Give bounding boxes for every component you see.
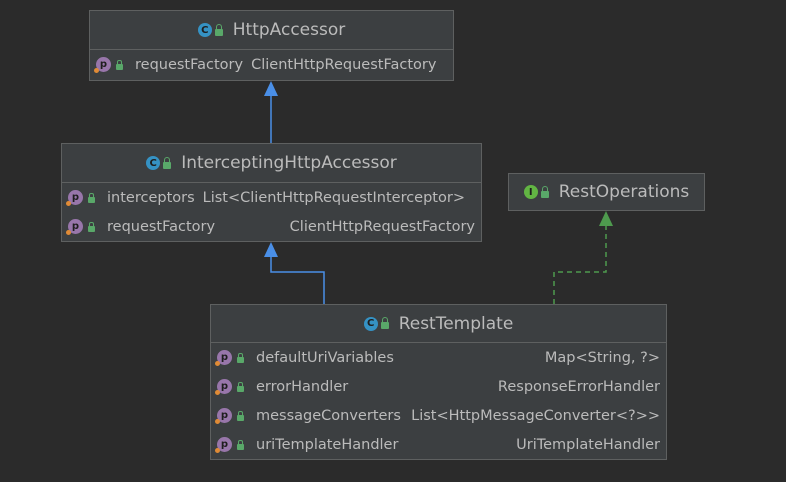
- field-type: ClientHttpRequestFactory: [289, 218, 475, 235]
- field-row[interactable]: p requestFactory ClientHttpRequestFactor…: [90, 50, 453, 79]
- property-icon: p: [94, 57, 111, 73]
- class-name: RestTemplate: [398, 313, 514, 334]
- lock-icon: [214, 23, 223, 36]
- field-row[interactable]: p uriTemplateHandler UriTemplateHandler: [211, 430, 666, 459]
- field-row[interactable]: p messageConverters List<HttpMessageConv…: [211, 401, 666, 430]
- class-icon: C: [197, 23, 212, 37]
- field-row[interactable]: p errorHandler ResponseErrorHandler: [211, 372, 666, 401]
- field-type: UriTemplateHandler: [516, 436, 660, 453]
- edge-intercepting-extends-httpaccessor: [264, 81, 278, 143]
- field-row[interactable]: p interceptors List<ClientHttpRequestInt…: [62, 183, 481, 212]
- field-type: ClientHttpRequestFactory: [251, 56, 437, 73]
- lock-icon: [380, 317, 389, 329]
- interface-header: I RestOperations: [509, 174, 704, 210]
- class-header: C HttpAccessor: [90, 11, 453, 50]
- property-icon: p: [215, 437, 232, 453]
- property-icon: p: [215, 379, 232, 395]
- lock-icon: [163, 156, 172, 169]
- lock-icon: [237, 352, 244, 363]
- class-name: HttpAccessor: [232, 20, 346, 40]
- property-icon: p: [66, 190, 83, 206]
- field-row[interactable]: p defaultUriVariables Map<String, ?>: [211, 343, 666, 372]
- field-row[interactable]: p requestFactory ClientHttpRequestFactor…: [62, 212, 481, 241]
- class-icon: C: [363, 316, 378, 331]
- class-icon: C: [146, 156, 161, 170]
- field-type: List<ClientHttpRequestInterceptor>: [202, 189, 465, 206]
- property-icon: p: [215, 408, 232, 424]
- property-icon: p: [66, 219, 83, 235]
- lock-icon: [116, 59, 123, 70]
- lock-icon: [237, 439, 244, 450]
- field-name: messageConverters: [256, 407, 401, 424]
- lock-icon: [88, 192, 95, 203]
- lock-icon: [540, 185, 549, 198]
- class-node-resttemplate[interactable]: C RestTemplate p defaultUriVariables Map…: [210, 304, 667, 460]
- field-name: interceptors: [107, 189, 195, 206]
- lock-icon: [88, 221, 95, 232]
- field-name: defaultUriVariables: [256, 349, 394, 366]
- class-node-interceptinghttpaccessor[interactable]: C InterceptingHttpAccessor p interceptor…: [61, 143, 482, 242]
- field-name: uriTemplateHandler: [256, 436, 399, 453]
- field-type: Map<String, ?>: [544, 349, 660, 366]
- field-name: requestFactory: [135, 56, 244, 73]
- interface-icon: I: [523, 185, 538, 199]
- lock-icon: [237, 381, 244, 392]
- property-icon: p: [215, 350, 232, 366]
- class-header: C InterceptingHttpAccessor: [62, 144, 481, 183]
- lock-icon: [237, 410, 244, 421]
- interface-name: RestOperations: [558, 182, 690, 202]
- field-name: requestFactory: [107, 218, 216, 235]
- field-name: errorHandler: [256, 378, 349, 395]
- field-type: ResponseErrorHandler: [497, 378, 660, 395]
- field-type: List<HttpMessageConverter<?>>: [411, 407, 660, 424]
- class-name: InterceptingHttpAccessor: [181, 153, 397, 173]
- interface-node-restoperations[interactable]: I RestOperations: [508, 173, 705, 211]
- edge-resttemplate-implements-restoperations: [553, 211, 613, 304]
- class-header: C RestTemplate: [211, 305, 666, 343]
- edge-resttemplate-extends-intercepting: [264, 242, 325, 304]
- class-node-httpaccessor[interactable]: C HttpAccessor p requestFactory ClientHt…: [89, 10, 454, 81]
